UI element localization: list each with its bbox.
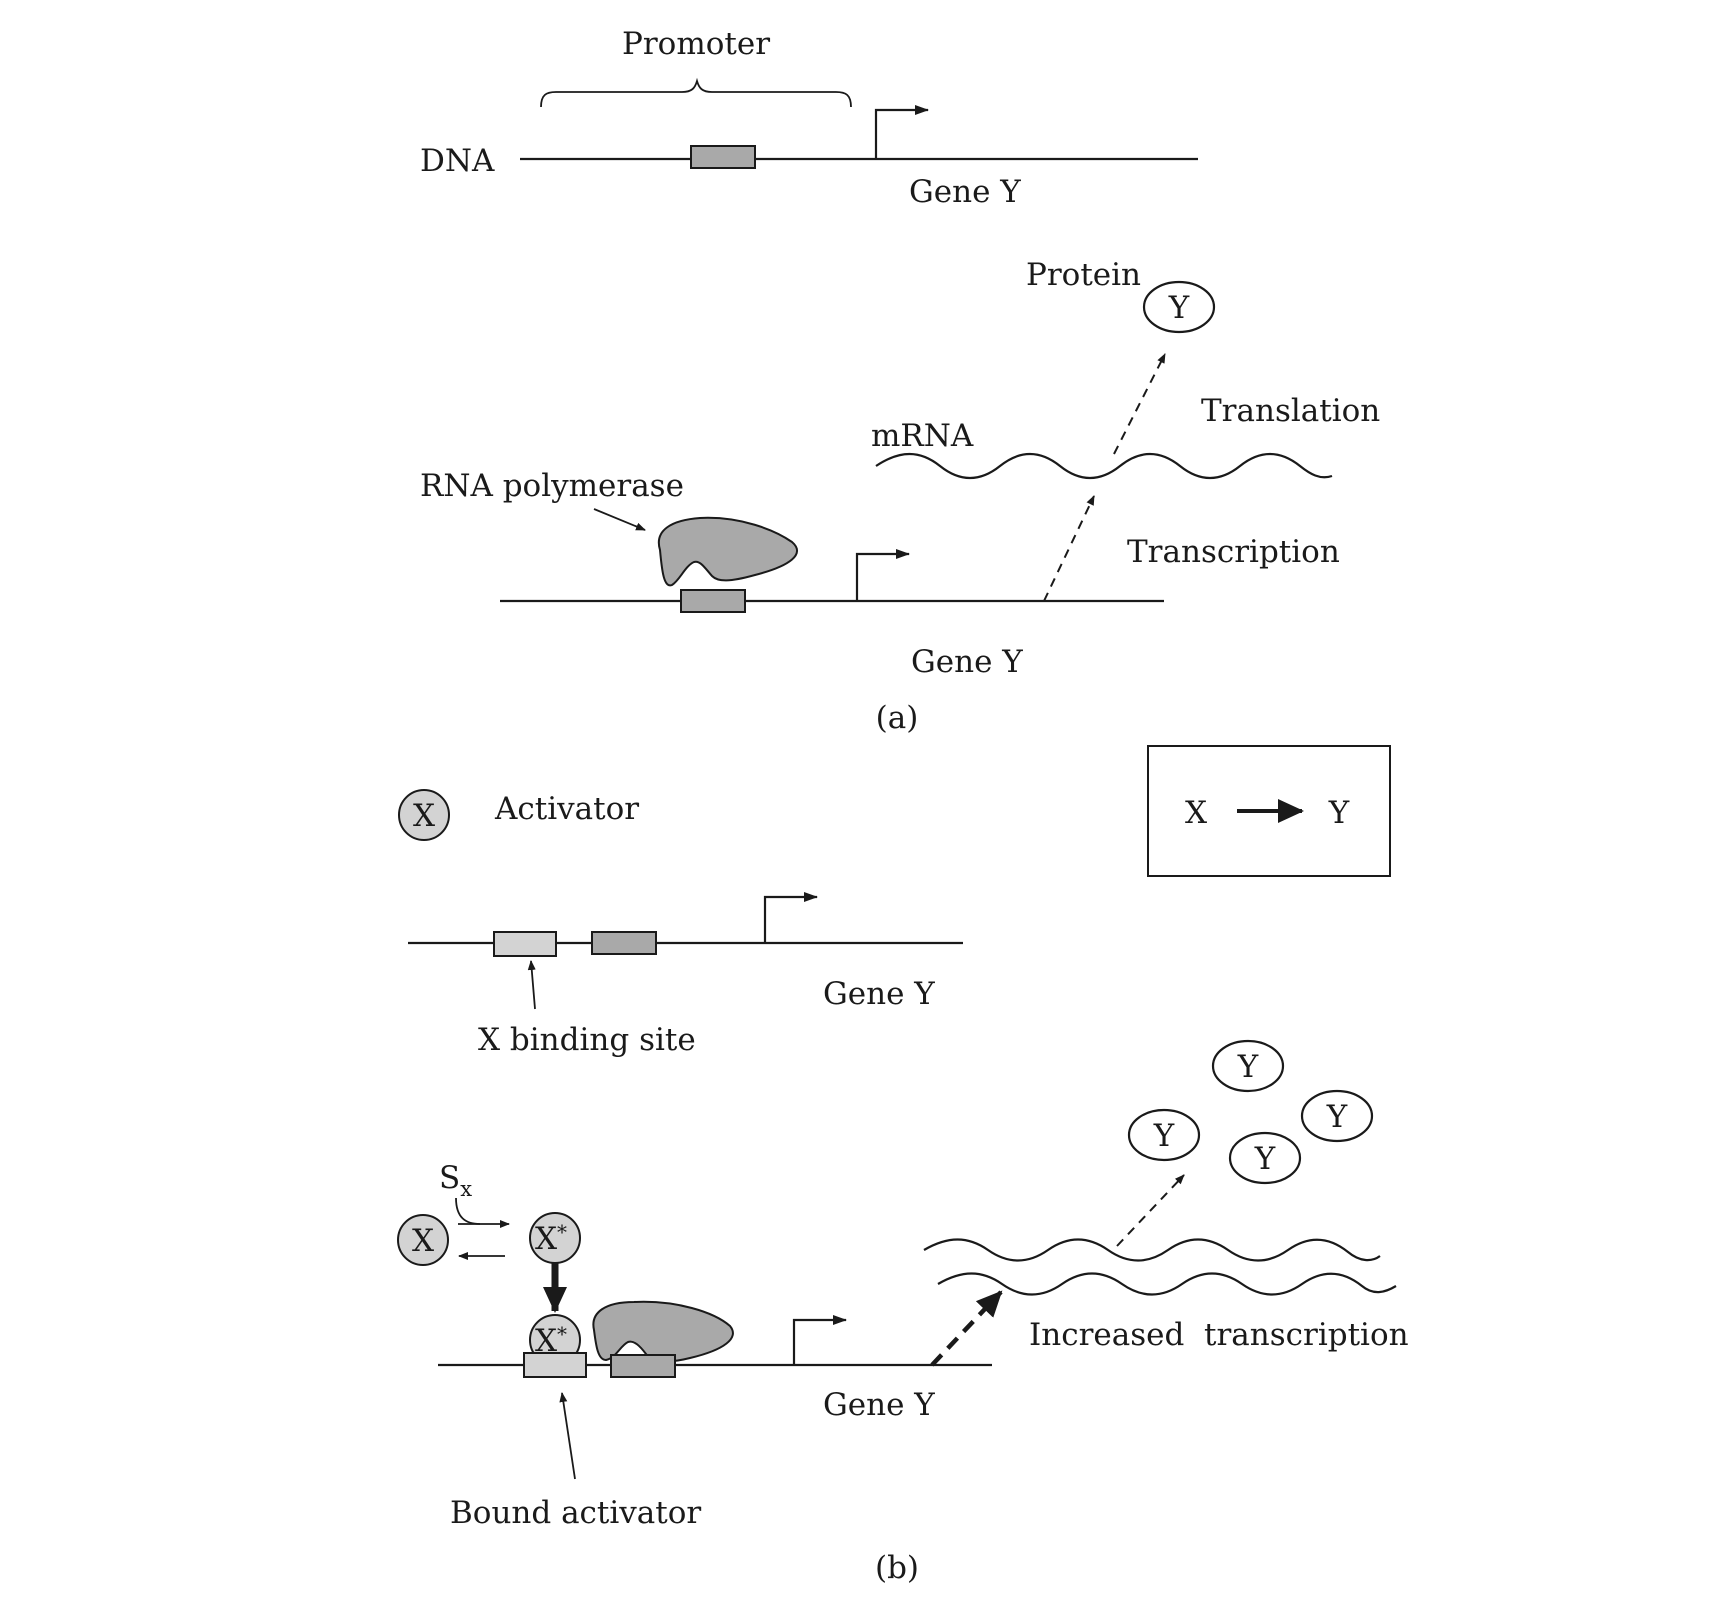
legend-from: X [1185,795,1207,831]
protein-y-icon-1 [1211,1039,1285,1093]
signal-label: Sx [439,1160,472,1201]
increased-transcription-arrow [930,1290,1003,1367]
bound-x-star: * [557,1322,567,1346]
dna-label: DNA [420,143,495,179]
gene-y-label-a-bottom: Gene Y [911,644,1023,680]
protein-y-symbol: Y [1168,290,1190,326]
tss-arrow-b-mid [763,892,818,943]
protein-y-icon [1142,280,1216,334]
bound-x-symbol: X* [535,1322,567,1359]
panel-a: Promoter DNA Gene Y Protein Y Translatio… [420,26,1380,736]
gene-y-label-b-mid: Gene Y [823,976,935,1012]
promoter-brace [540,77,852,108]
binding-site-pointer [527,960,536,1010]
rna-polymerase-label: RNA polymerase [420,468,684,504]
protein-y-icon-4 [1228,1131,1302,1185]
promoter-box [690,145,756,169]
activator-x-icon [398,789,450,841]
tss-arrow-top [874,105,929,159]
translation-label: Translation [1201,393,1380,429]
protein-y-symbol-3: Y [1153,1118,1175,1154]
bound-activator-label: Bound activator [450,1495,701,1531]
transcription-label: Transcription [1127,534,1340,570]
activator-x-symbol: X [413,798,435,834]
promoter-box-b-mid [591,931,657,955]
tss-arrow-b-bottom [792,1315,847,1365]
protein-y-symbol-2: Y [1326,1099,1348,1135]
protein-y-icon-3 [1127,1108,1201,1162]
promoter-box-a-bottom [680,589,746,613]
translation-arrow-b [1116,1174,1185,1247]
active-x-star: * [557,1220,567,1244]
active-x-letter: X [535,1221,557,1257]
gene-y-label-b-bottom: Gene Y [823,1387,935,1423]
caption-a: (a) [876,700,919,736]
signal-letter: S [439,1160,460,1196]
legend-to: Y [1328,795,1350,831]
active-x-symbol: X* [535,1220,567,1257]
bound-x-letter: X [535,1323,557,1359]
gene-y-label-top: Gene Y [909,174,1021,210]
x-binding-site-label: X binding site [478,1022,696,1058]
increased-transcription-label: Increased transcription [1029,1317,1409,1353]
translation-arrow [1113,353,1166,455]
panel-b: X Activator X Y Gene Y X binding site Y … [397,745,1409,1586]
bound-site-box [523,1352,587,1378]
rna-polymerase-icon-b [592,1300,734,1363]
promoter-box-b-bottom [610,1354,676,1378]
promoter-label: Promoter [622,26,770,62]
transcription-arrow [1043,495,1095,602]
mrna-strand-b-2 [937,1272,1397,1296]
mrna-label: mRNA [871,418,974,454]
tss-arrow-a-bottom [855,549,910,601]
caption-b: (b) [875,1550,919,1586]
x-binding-site-box [493,931,557,957]
mrna-strand [875,453,1333,479]
signal-subscript: x [460,1177,472,1201]
inactive-x-symbol: X [412,1223,434,1259]
mrna-strand-b-1 [923,1238,1381,1262]
protein-y-symbol-4: Y [1254,1141,1276,1177]
protein-y-icon-2 [1300,1089,1374,1143]
inactive-x-icon [397,1214,449,1266]
rna-polymerase-icon [657,516,798,587]
protein-y-symbol-1: Y [1237,1049,1259,1085]
polymerase-pointer [593,508,646,531]
bound-activator-pointer [559,1392,576,1480]
protein-label: Protein [1026,257,1141,293]
signal-curve [455,1197,481,1225]
activator-label: Activator [494,791,639,827]
